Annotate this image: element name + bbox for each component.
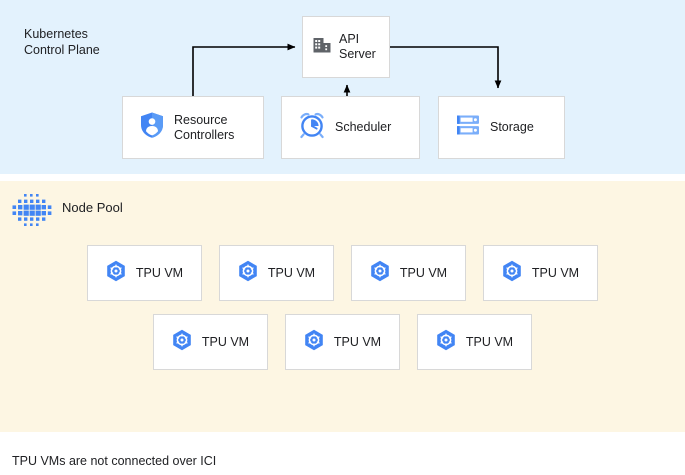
api-server-box[interactable]: API Server xyxy=(302,16,390,78)
shield-person-icon xyxy=(139,111,165,144)
control-plane-title: Kubernetes Control Plane xyxy=(24,27,100,57)
tpu-hexagon-gear-icon xyxy=(172,329,192,356)
tpu-vm-label: TPU VM xyxy=(201,334,250,349)
tpu-vm-box[interactable]: TPU VM xyxy=(285,314,400,370)
tpu-vm-label: TPU VM xyxy=(135,265,184,280)
tpu-vm-label: TPU VM xyxy=(399,265,448,280)
tpu-vm-box[interactable]: TPU VM xyxy=(417,314,532,370)
tpu-vm-box[interactable]: TPU VM xyxy=(351,245,466,301)
resource-controllers-label: Resource Controllers xyxy=(174,112,235,142)
tpu-hexagon-gear-icon xyxy=(436,329,456,356)
scheduler-label: Scheduler xyxy=(335,120,392,134)
tpu-hexagon-gear-icon xyxy=(370,260,390,287)
node-pool-title: Node Pool xyxy=(62,200,123,215)
footnote-text: TPU VMs are not connected over ICI xyxy=(12,454,217,468)
tpu-vm-box[interactable]: TPU VM xyxy=(153,314,268,370)
tpu-hexagon-gear-icon xyxy=(502,260,522,287)
alarm-clock-icon xyxy=(298,111,326,144)
api-server-label: API Server xyxy=(339,32,376,61)
tpu-hexagon-gear-icon xyxy=(106,260,126,287)
tpu-hexagon-gear-icon xyxy=(304,329,324,356)
tpu-vm-label: TPU VM xyxy=(267,265,316,280)
tpu-vm-box[interactable]: TPU VM xyxy=(219,245,334,301)
tpu-vm-label: TPU VM xyxy=(465,334,514,349)
resource-controllers-box[interactable]: Resource Controllers xyxy=(122,96,264,159)
node-pool-dots-icon xyxy=(10,191,54,233)
tpu-vm-label: TPU VM xyxy=(333,334,382,349)
tpu-hexagon-gear-icon xyxy=(238,260,258,287)
tpu-vm-box[interactable]: TPU VM xyxy=(87,245,202,301)
tpu-vm-box[interactable]: TPU VM xyxy=(483,245,598,301)
scheduler-box[interactable]: Scheduler xyxy=(281,96,420,159)
storage-label: Storage xyxy=(490,120,534,134)
node-pool-panel xyxy=(0,181,685,432)
server-storage-icon xyxy=(455,112,481,143)
building-icon xyxy=(312,35,332,60)
storage-box[interactable]: Storage xyxy=(438,96,565,159)
tpu-vm-label: TPU VM xyxy=(531,265,580,280)
